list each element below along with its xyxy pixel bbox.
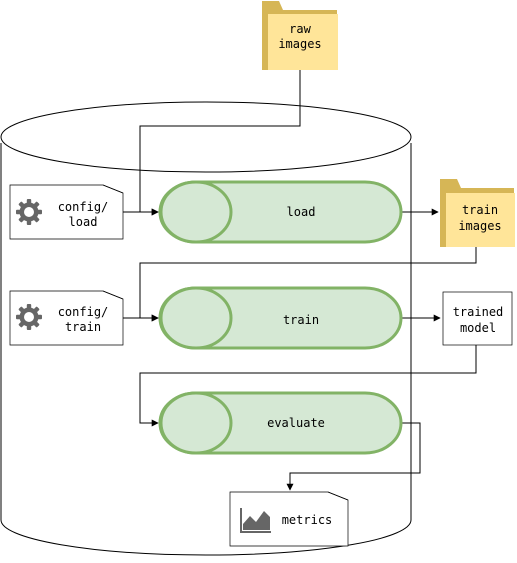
gear-icon — [16, 304, 42, 330]
evaluate-step-label: evaluate — [267, 416, 325, 430]
folder-icon — [262, 1, 338, 70]
metrics-document: metrics — [229, 491, 349, 547]
evaluate-step: evaluate — [158, 391, 403, 455]
edge-evaluate-to-metrics — [286, 422, 421, 491]
config-load-document: config/ load — [9, 184, 124, 240]
trained-model-label-line2: model — [460, 321, 496, 335]
train-images-label-line2: images — [458, 219, 501, 233]
edge-trained-model-to-evaluate — [139, 345, 477, 427]
metrics-label: metrics — [282, 513, 333, 527]
config-load-label-line2: load — [69, 215, 98, 229]
config-train-document: config/ train — [9, 290, 124, 346]
load-step: load — [158, 180, 403, 244]
config-train-label-line2: train — [65, 320, 101, 334]
trained-model-box: trained model — [442, 291, 513, 346]
connector-lines — [123, 70, 477, 491]
area-chart-icon — [240, 508, 271, 533]
raw-images-folder: raw images — [262, 1, 338, 70]
train-step: train — [158, 286, 403, 350]
gear-icon — [16, 199, 42, 225]
config-load-label-line1: config/ — [58, 200, 109, 214]
config-train-label-line1: config/ — [58, 305, 109, 319]
train-images-folder: train images — [440, 179, 515, 247]
trained-model-label-line1: trained — [453, 305, 504, 319]
train-step-label: train — [283, 313, 319, 327]
folder-icon — [440, 179, 515, 247]
raw-images-label-line2: images — [278, 37, 321, 51]
raw-images-label-line1: raw — [289, 22, 311, 36]
load-step-label: load — [287, 205, 316, 219]
train-images-label-line1: train — [462, 203, 498, 217]
